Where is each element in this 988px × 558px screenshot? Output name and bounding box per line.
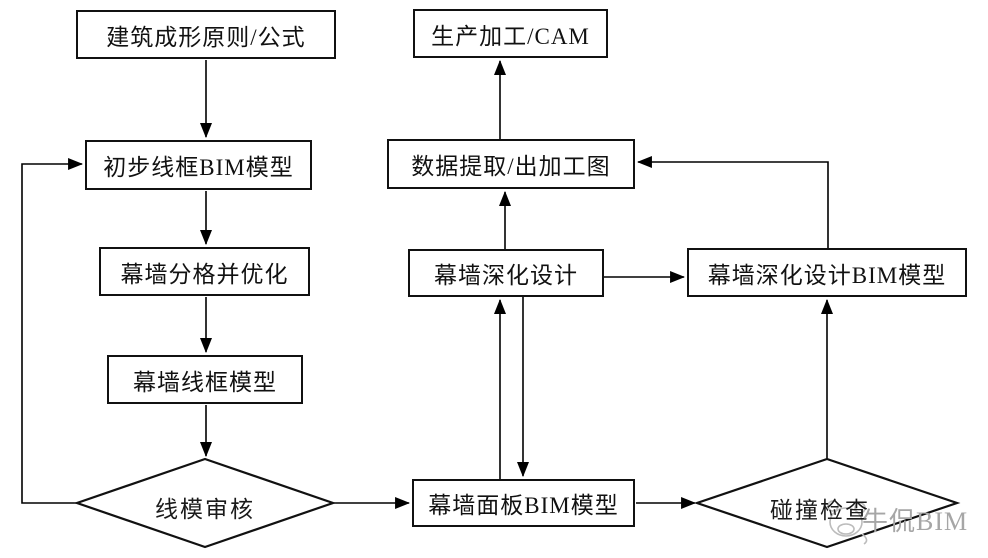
node-panel-bim: 幕墙面板BIM模型 [412,479,635,527]
watermark-text: 牛侃BIM [862,507,969,536]
node-detail-design: 幕墙深化设计 [408,249,604,297]
edge-designbim-to-extraction [636,156,829,248]
node-wireframe-model: 幕墙线框模型 [107,355,303,404]
decision-wireframe-review-shape [73,457,337,549]
decision-wireframe-review-label: 线模审核 [155,497,255,522]
node-data-extraction: 数据提取/出加工图 [387,139,635,189]
node-detail-design-bim: 幕墙深化设计BIM模型 [687,248,967,297]
decision-collision-check-shape [693,457,961,549]
decision-collision-check-label: 碰撞检查 [770,498,870,523]
node-preliminary-wireframe-bim: 初步线框BIM模型 [85,140,312,190]
node-production-cam: 生产加工/CAM [413,9,608,58]
node-grid-optimization: 幕墙分格并优化 [99,247,310,296]
edge-review-feedback-to-preliminary [21,158,84,504]
node-building-principles: 建筑成形原则/公式 [76,10,336,59]
watermark-mascot-icon [827,500,868,545]
